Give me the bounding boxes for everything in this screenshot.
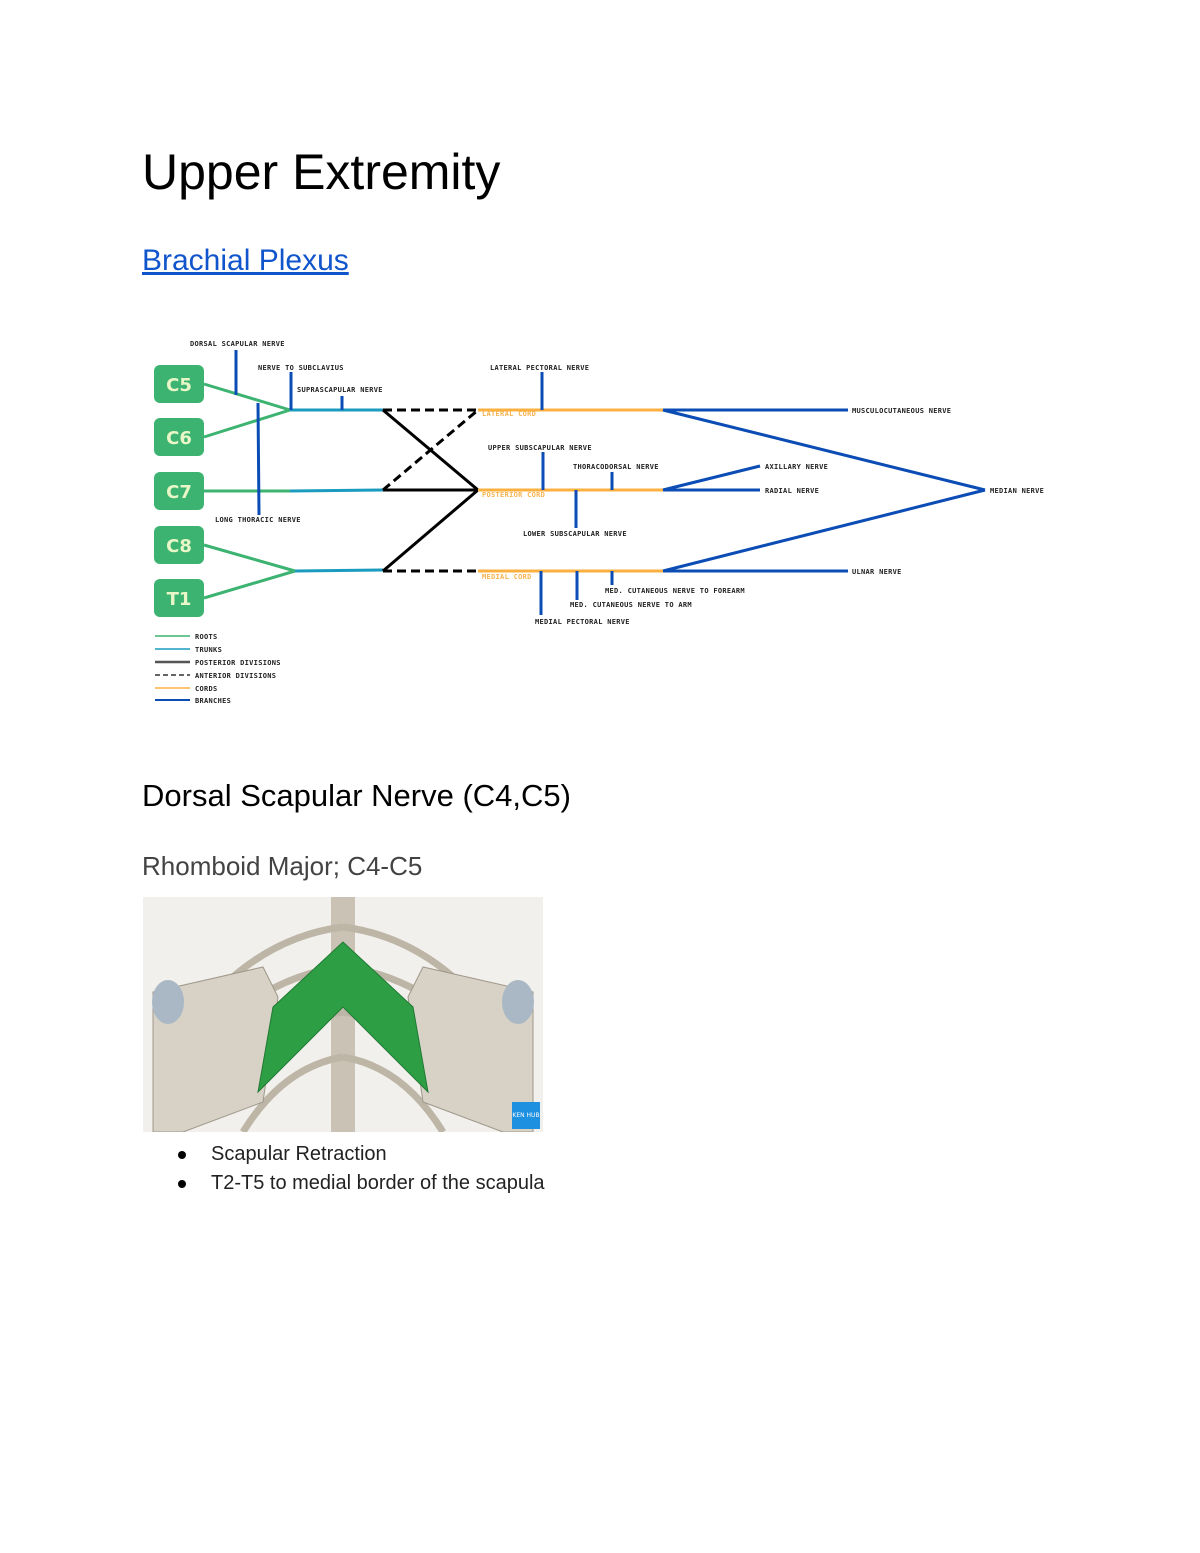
label-med-cut-forearm: MED. CUTANEOUS NERVE TO FOREARM [605, 587, 745, 595]
label-med-cut-arm: MED. CUTANEOUS NERVE TO ARM [570, 601, 692, 609]
label-ulnar: ULNAR NERVE [852, 568, 902, 576]
svg-text:C7: C7 [166, 482, 192, 503]
svg-text:ROOTS: ROOTS [195, 633, 218, 641]
label-musculocutaneous: MUSCULOCUTANEOUS NERVE [852, 407, 951, 415]
label-long-thoracic: LONG THORACIC NERVE [215, 516, 301, 524]
svg-text:KEN HUB: KEN HUB [512, 1112, 539, 1119]
cords-lines [478, 408, 663, 573]
label-posterior-cord: POSTERIOR CORD [482, 491, 545, 499]
bullet-item: T2-T5 to medial border of the scapula [176, 1169, 545, 1198]
svg-text:C8: C8 [166, 536, 192, 557]
label-upper-subscapular: UPPER SUBSCAPULAR NERVE [488, 444, 592, 452]
label-lower-subscapular: LOWER SUBSCAPULAR NERVE [523, 530, 627, 538]
root-c5: C5 [154, 365, 204, 403]
label-suprascapular: SUPRASCAPULAR NERVE [297, 386, 383, 394]
label-median: MEDIAN NERVE [990, 487, 1044, 495]
svg-text:TRUNKS: TRUNKS [195, 646, 222, 654]
kenhub-badge [512, 1102, 540, 1129]
section-heading: Dorsal Scapular Nerve (C4,C5) [142, 778, 571, 813]
label-medial-cord: MEDIAL CORD [482, 573, 532, 581]
svg-text:CORDS: CORDS [195, 685, 218, 693]
label-medial-pectoral: MEDIAL PECTORAL NERVE [535, 618, 630, 626]
roots-lines [203, 382, 296, 600]
label-dorsal-scapular: DORSAL SCAPULAR NERVE [190, 340, 285, 348]
brachial-plexus-link[interactable]: Brachial Plexus [142, 244, 349, 277]
branches-lines [234, 350, 986, 615]
trunks-lines [289, 408, 384, 573]
brachial-plexus-diagram: C5 C6 C7 C8 T1 DORSAL SCAPULAR NERVE NER… [154, 340, 1044, 705]
root-c8: C8 [154, 526, 204, 564]
svg-text:T1: T1 [167, 589, 192, 610]
legend: ROOTS TRUNKS POSTERIOR DIVISIONS ANTERIO… [155, 633, 281, 705]
svg-text:C6: C6 [166, 428, 192, 449]
label-lateral-pectoral: LATERAL PECTORAL NERVE [490, 364, 589, 372]
root-c7: C7 [154, 472, 204, 510]
label-subclavius: NERVE TO SUBCLAVIUS [258, 364, 344, 372]
bullet-item: Scapular Retraction [176, 1140, 545, 1169]
rhomboid-major-image: KEN HUB [143, 897, 543, 1132]
page-title: Upper Extremity [142, 144, 501, 200]
root-t1: T1 [154, 579, 204, 617]
svg-text:ANTERIOR DIVISIONS: ANTERIOR DIVISIONS [195, 672, 276, 680]
label-thoracodorsal: THORACODORSAL NERVE [573, 463, 659, 471]
svg-text:POSTERIOR DIVISIONS: POSTERIOR DIVISIONS [195, 659, 281, 667]
label-radial: RADIAL NERVE [765, 487, 819, 495]
label-axillary: AXILLARY NERVE [765, 463, 828, 471]
svg-text:BRANCHES: BRANCHES [195, 697, 231, 705]
root-c6: C6 [154, 418, 204, 456]
svg-text:C5: C5 [166, 375, 192, 396]
subheading: Rhomboid Major; C4-C5 [142, 851, 423, 881]
bullet-list: Scapular Retraction T2-T5 to medial bord… [176, 1140, 545, 1198]
divisions-lines [382, 408, 479, 573]
label-lateral-cord: LATERAL CORD [482, 410, 536, 418]
